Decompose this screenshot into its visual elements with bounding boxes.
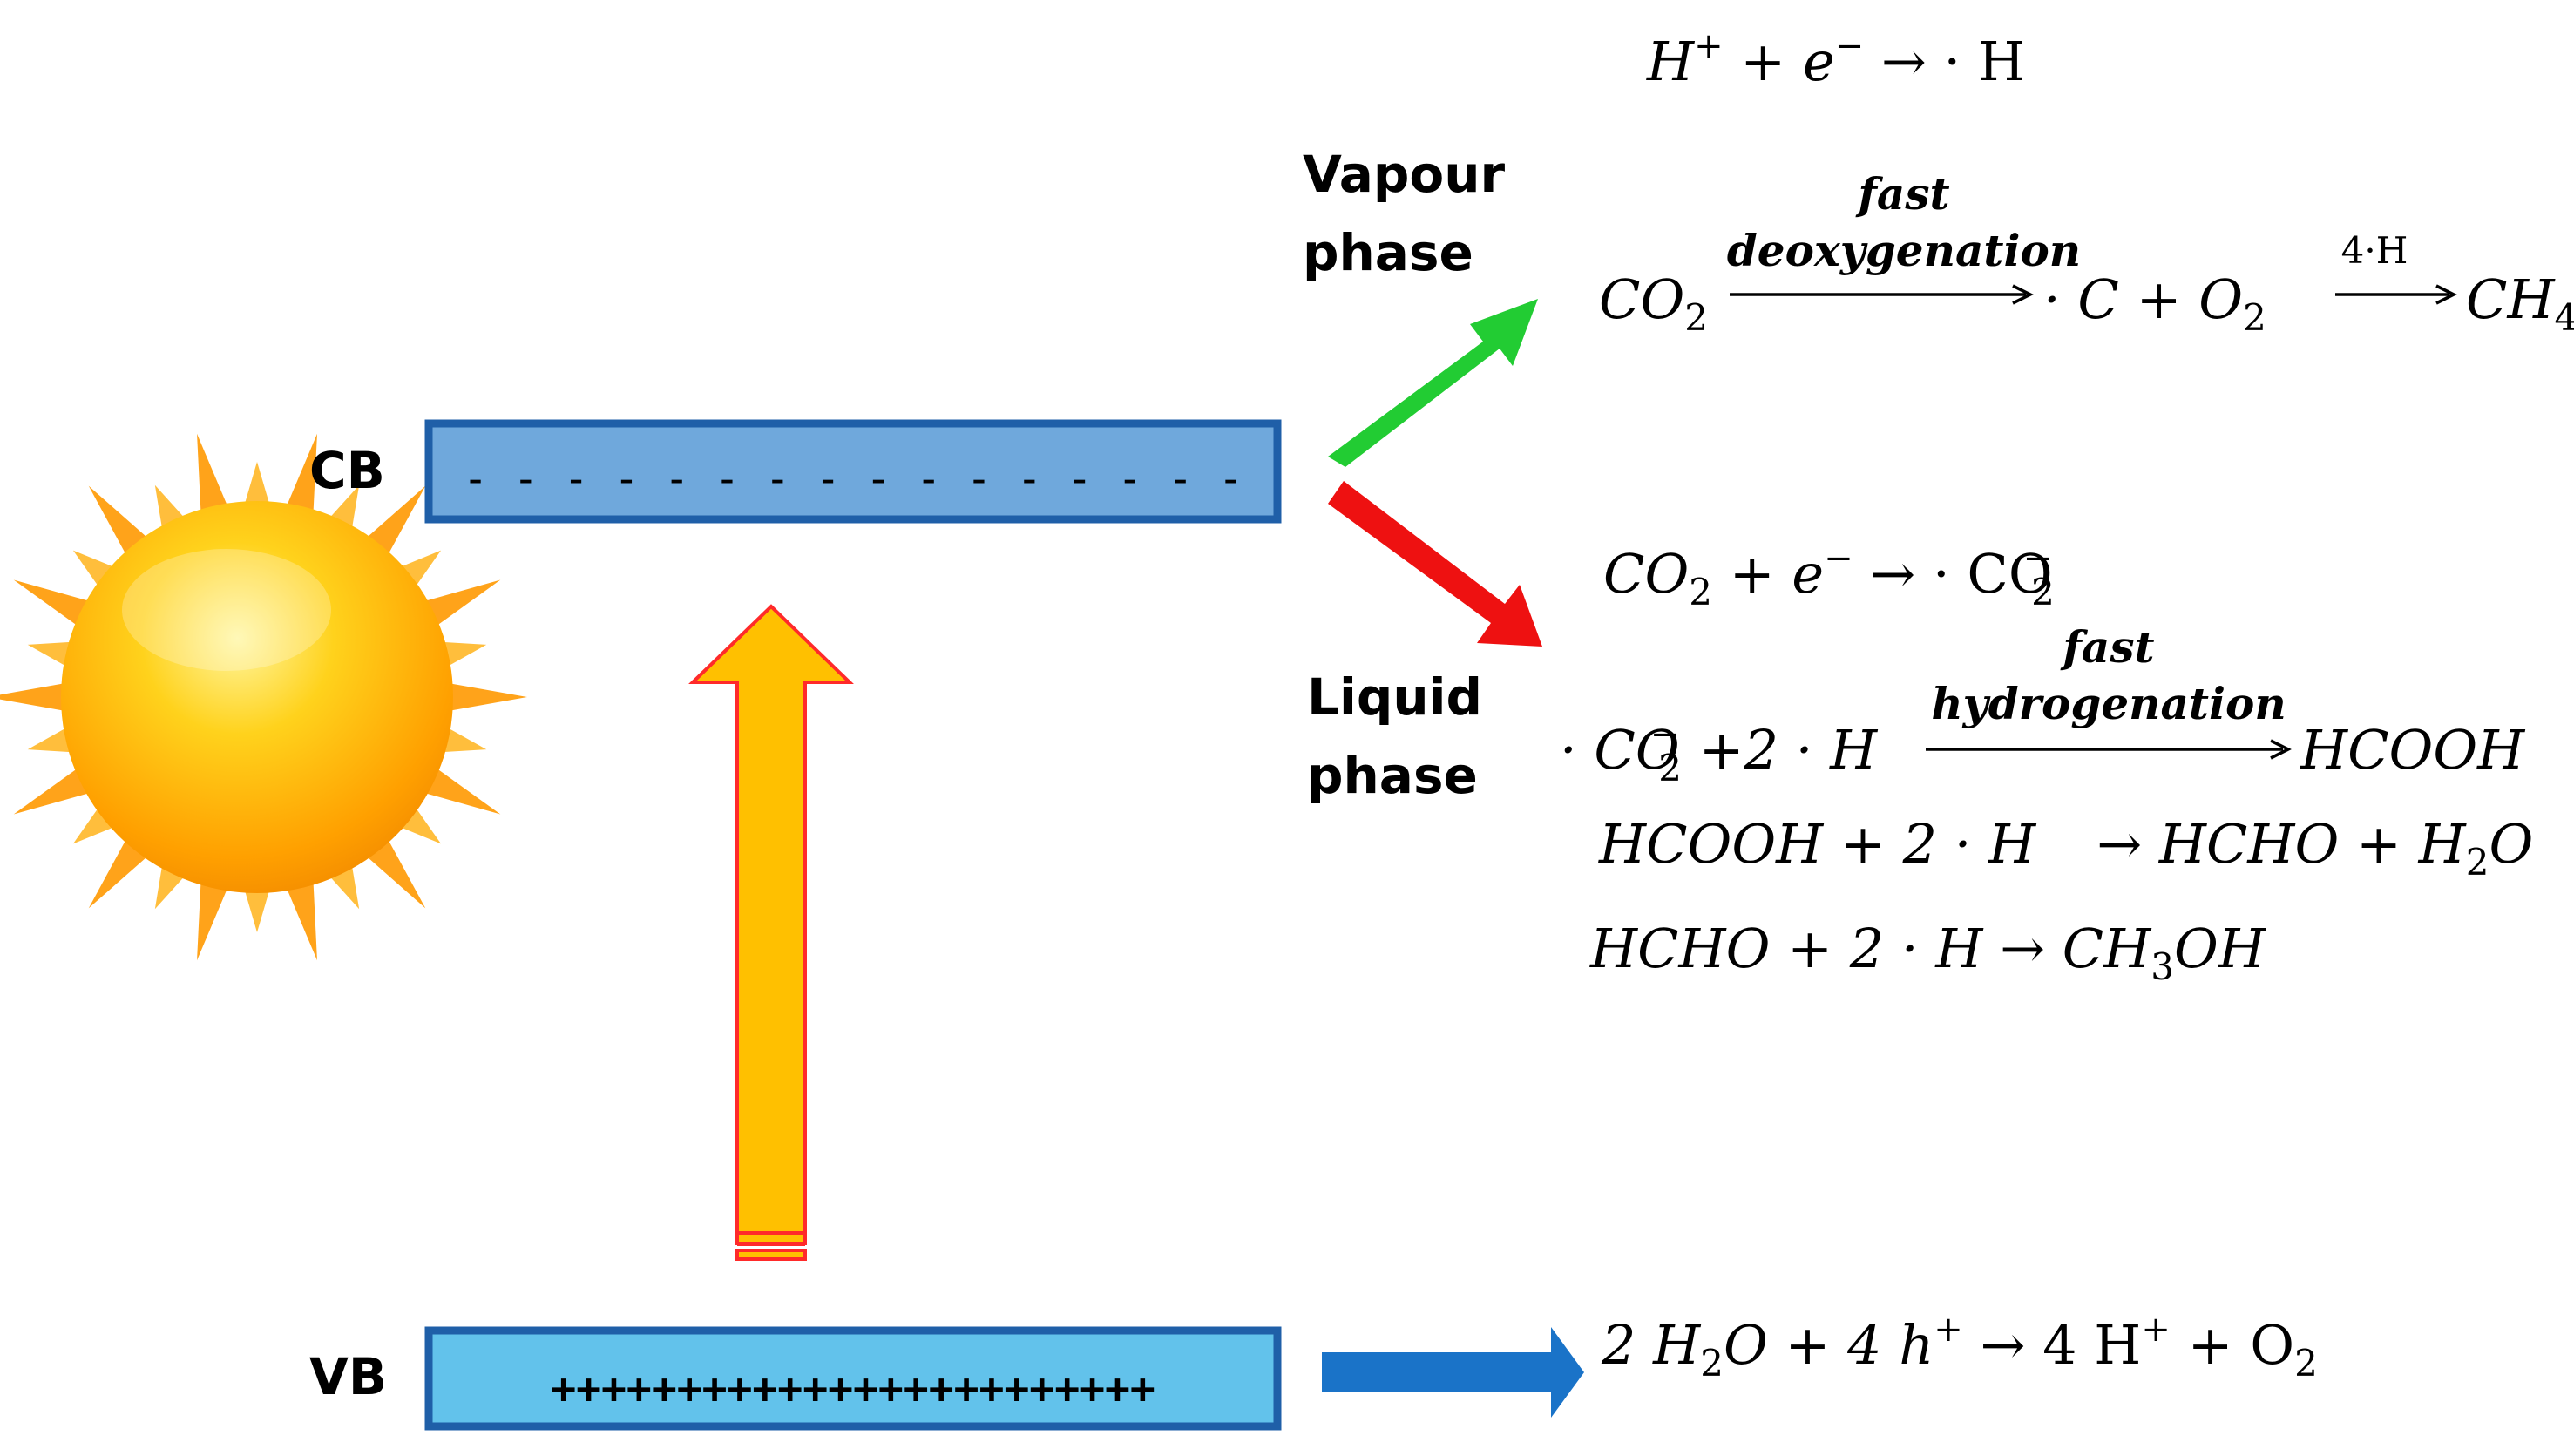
vb-label: VB: [309, 1347, 387, 1406]
svg-text:fast: fast: [2060, 621, 2154, 673]
valence-band: ++++++++++++++++++++++++: [424, 1326, 1282, 1431]
equation-hydrogenation: · CO−2 +2 · H fast hydrogenation HCOOH: [1560, 621, 2526, 789]
sun-ray: [439, 681, 527, 713]
equation-co2-radical-anion: CO2 + e− → · CO−2: [1603, 538, 2055, 613]
equation-formaldehyde-reduction: HCHO + 2 · H → CH3OH: [1589, 917, 2267, 988]
liquid-phase-arrow: [1328, 481, 1542, 647]
liquid-phase-label: Liquid phase: [1307, 667, 1500, 805]
vapour-phase-arrow: [1328, 299, 1538, 467]
svg-text:· CO−2 +2 · H: · CO−2 +2 · H: [1560, 714, 1879, 789]
svg-text:· C + O2: · C + O2: [2043, 267, 2266, 339]
svg-text:fast: fast: [1855, 168, 1949, 220]
equation-h-radical: H+ + e− → · H: [1646, 26, 2025, 93]
svg-text:HCOOH: HCOOH: [2300, 718, 2526, 782]
svg-text:deoxygenation: deoxygenation: [1727, 225, 2081, 276]
cb-electron-marks: - - - - - - - - - - - - - - - -: [463, 455, 1243, 504]
cb-label: CB: [309, 441, 385, 500]
equation-vapour-deoxygenation: CO2 fast deoxygenation · C + O2 4·H CH4: [1599, 168, 2574, 339]
vb-hole-marks: ++++++++++++++++++++++++: [551, 1365, 1155, 1413]
conduction-band: - - - - - - - - - - - - - - - -: [424, 419, 1282, 524]
svg-text:CO2: CO2: [1599, 267, 1708, 339]
oxidation-arrow: [1322, 1327, 1584, 1418]
excitation-arrow: [688, 604, 854, 1261]
sun-ray: [282, 433, 317, 523]
sun-ray: [197, 871, 232, 961]
sun-ray: [197, 433, 232, 523]
sun-ray: [282, 871, 317, 961]
sun-icon: [0, 433, 527, 961]
svg-text:CH4: CH4: [2466, 267, 2574, 339]
equation-water-oxidation: 2 H2O + 4 h+ → 4 H+ + O2: [1601, 1310, 2318, 1385]
equation-formic-reduction: HCOOH + 2 · H→ HCHO + H2O: [1598, 812, 2533, 884]
svg-text:4·H: 4·H: [2341, 229, 2408, 272]
sun-ray: [0, 681, 75, 713]
vapour-phase-label: Vapour phase: [1303, 145, 1522, 282]
svg-text:hydrogenation: hydrogenation: [1931, 678, 2286, 729]
